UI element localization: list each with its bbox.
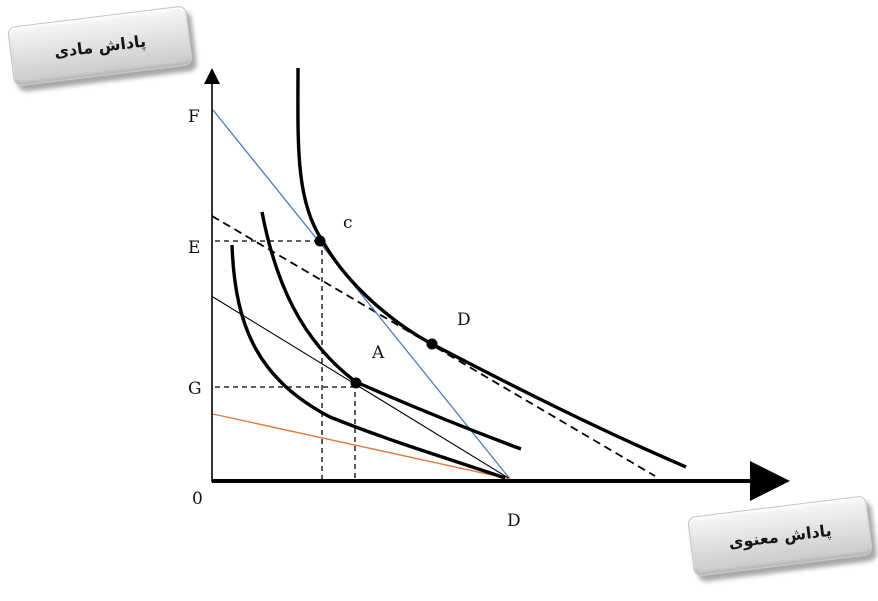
indifference-curve-high <box>296 67 687 469</box>
label-G: G <box>188 379 202 399</box>
label-point-c: c <box>343 213 353 233</box>
budget-line-low <box>212 413 511 480</box>
label-origin: 0 <box>192 489 203 509</box>
point-A-marker <box>350 377 362 389</box>
dashed-budget-line <box>211 215 656 477</box>
point-D-marker <box>426 338 438 350</box>
label-F: F <box>188 107 200 127</box>
indifference-curve-low <box>230 244 506 480</box>
guide-lines <box>215 240 356 480</box>
point-c-marker <box>314 235 326 247</box>
indifference-curve-middle <box>260 211 522 451</box>
label-D-axis: D <box>507 511 521 531</box>
budget-line-middle <box>212 296 511 480</box>
label-E: E <box>188 238 200 258</box>
label-point-A: A <box>371 343 385 363</box>
spiritual-reward-label: پاداش معنوی <box>727 520 833 552</box>
material-reward-label: پاداش مادی <box>53 30 147 62</box>
budget-line-F <box>212 109 511 480</box>
label-point-D: D <box>457 310 471 330</box>
